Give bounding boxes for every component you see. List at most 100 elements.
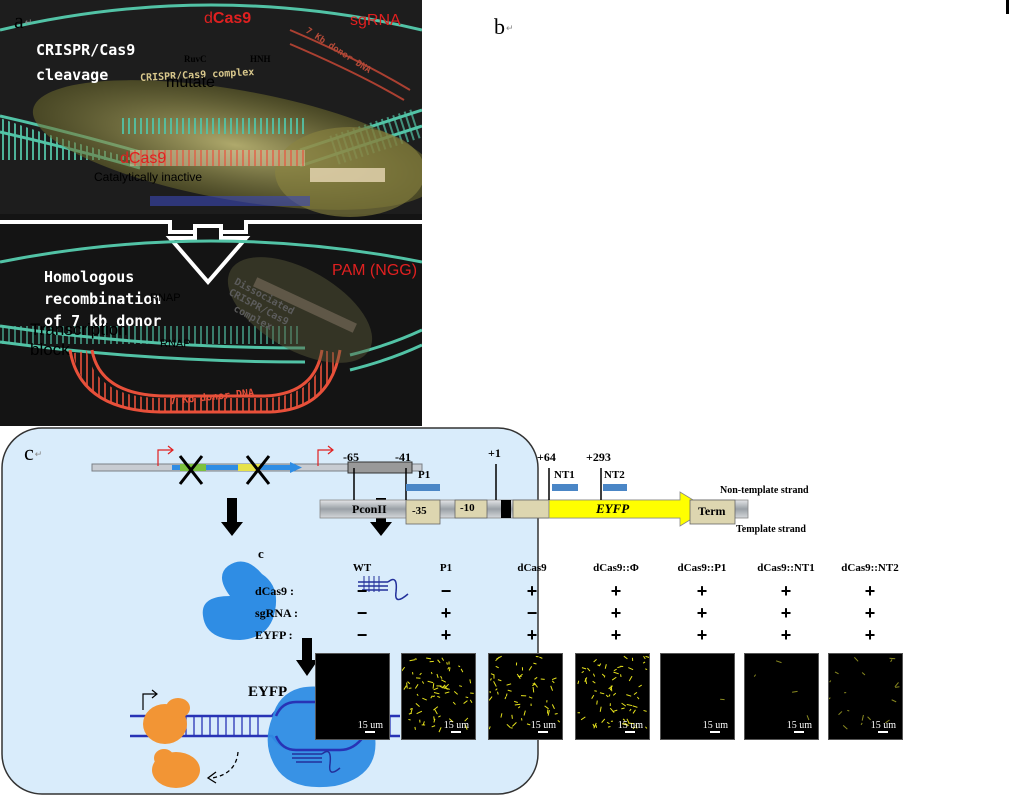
fluorescent-cell <box>578 681 579 684</box>
micrograph-p1: 15 um <box>401 653 476 740</box>
fluorescent-cell <box>602 674 604 676</box>
pos-plus64: +64 <box>537 450 556 465</box>
cell-dcas9-dp1: + <box>662 582 742 600</box>
fluorescent-cell <box>518 706 520 708</box>
col-dcas9-p1: dCas9::P1 <box>662 562 742 574</box>
fluorescent-cell <box>423 721 424 724</box>
probe-nt2: NT2 <box>604 469 625 481</box>
fluorescent-cell <box>437 696 440 697</box>
col-dcas9-phi: dCas9::Φ <box>576 562 656 574</box>
non-template-label: Non-template strand <box>720 485 809 496</box>
pos-plus293: +293 <box>586 450 611 465</box>
edge-mark <box>1006 0 1009 14</box>
fluorescent-cell <box>497 692 498 695</box>
ruvc-label: RuvC <box>184 54 207 64</box>
fluorescent-cell <box>613 693 616 695</box>
cell-eyfp-nt1: + <box>746 626 826 644</box>
fluorescent-cell <box>524 711 525 716</box>
fluorescent-cell <box>600 693 604 694</box>
scale-bar: 15 um <box>358 720 383 733</box>
cell-sgrna-nt1: + <box>746 604 826 622</box>
micrograph-dcas9-nt1: 15 um <box>744 653 819 740</box>
fluorescent-cell <box>624 656 628 659</box>
fluorescent-cell <box>431 672 432 674</box>
fluorescent-cell <box>891 659 892 661</box>
cell-sgrna-phi: + <box>576 604 656 622</box>
fluorescent-cell <box>417 694 418 696</box>
fluorescent-cell <box>604 676 605 678</box>
micrograph-dcas9-p1: 15 um <box>660 653 735 740</box>
fluorescent-cell <box>458 666 460 667</box>
pam-label: PAM (NGG) <box>332 262 417 280</box>
fluorescent-cell <box>609 686 613 689</box>
term-label: Term <box>698 504 726 519</box>
fluorescent-cell <box>441 680 446 682</box>
fluorescent-cell <box>442 658 444 661</box>
hnh-label: HNH <box>250 54 271 64</box>
fluorescent-cell <box>839 711 842 714</box>
fluorescent-cell <box>829 698 830 701</box>
pos-minus41: -41 <box>395 450 411 465</box>
cell-sgrna-wt: − <box>322 604 402 622</box>
fluorescent-cell <box>545 706 549 709</box>
fluorescent-cell <box>630 709 631 711</box>
template-label: Template strand <box>736 524 806 535</box>
fluorescent-cell <box>892 700 897 702</box>
fluorescent-cell <box>428 681 434 682</box>
fluorescent-cell <box>895 687 899 688</box>
fluorescent-cell <box>422 698 426 700</box>
fluorescent-cell <box>520 674 522 676</box>
fluorescent-cell <box>534 677 537 679</box>
dcas9-mid-label: dCas9 <box>120 150 166 168</box>
fluorescent-cell <box>434 692 439 693</box>
pos-plus1: +1 <box>488 446 501 461</box>
sgrna-top-label: sgRNA <box>350 12 401 30</box>
fluorescent-cell <box>512 715 513 719</box>
fluorescent-cell <box>605 664 606 668</box>
fluorescent-cell <box>514 701 518 702</box>
fluorescent-cell <box>862 673 865 675</box>
probe-p1: P1 <box>418 469 430 481</box>
fluorescent-cell <box>529 697 532 698</box>
eyfp-row-label: EYFP <box>248 684 287 701</box>
fluorescent-cell <box>552 678 556 680</box>
fluorescent-cell <box>593 674 594 677</box>
fluorescent-cell <box>587 668 590 671</box>
fluorescent-cell <box>854 657 858 661</box>
fluorescent-cell <box>645 669 647 670</box>
fluorescent-cell <box>433 696 435 697</box>
fluorescent-cell <box>548 710 549 716</box>
fluorescent-cell <box>555 714 558 715</box>
probe-nt1: NT1 <box>554 469 575 481</box>
fluorescent-cell <box>466 697 469 698</box>
cleavage-title: CRISPR/Cas9 cleavage <box>36 38 135 88</box>
fluorescent-cell <box>610 708 614 713</box>
pconii-label: PconII <box>352 502 387 517</box>
fluorescent-cell <box>843 725 847 729</box>
cell-dcas9-phi: + <box>576 582 656 600</box>
fluorescent-cell <box>498 680 501 681</box>
cell-dcas9-dcas9: + <box>492 582 572 600</box>
fluorescent-cell <box>441 676 442 679</box>
minus35-label: -35 <box>412 505 427 517</box>
cell-sgrna-dp1: + <box>662 604 742 622</box>
scale-bar: 15 um <box>787 720 812 733</box>
fluorescent-cell <box>453 702 455 705</box>
fluorescent-cell <box>422 681 423 683</box>
panel-c-sub-letter: c <box>258 546 264 562</box>
fluorescent-cell <box>454 691 457 694</box>
fluorescent-cell <box>445 684 449 688</box>
eyfp-gene-label: EYFP <box>596 501 629 517</box>
cell-eyfp-p1: + <box>406 626 486 644</box>
dcas9-top-label: dCas9 <box>204 10 251 28</box>
cell-dcas9-nt1: + <box>746 582 826 600</box>
fluorescent-cell <box>895 682 899 686</box>
fluorescent-cell <box>581 717 585 720</box>
col-wt: WT <box>322 562 402 574</box>
fluorescent-cell <box>600 707 601 712</box>
fluorescent-cell <box>515 704 520 705</box>
minus10-label: -10 <box>460 502 475 514</box>
panel-c-letter: c↵ <box>24 440 42 466</box>
cell-eyfp-wt: − <box>322 626 402 644</box>
fluorescent-cell <box>622 703 626 706</box>
